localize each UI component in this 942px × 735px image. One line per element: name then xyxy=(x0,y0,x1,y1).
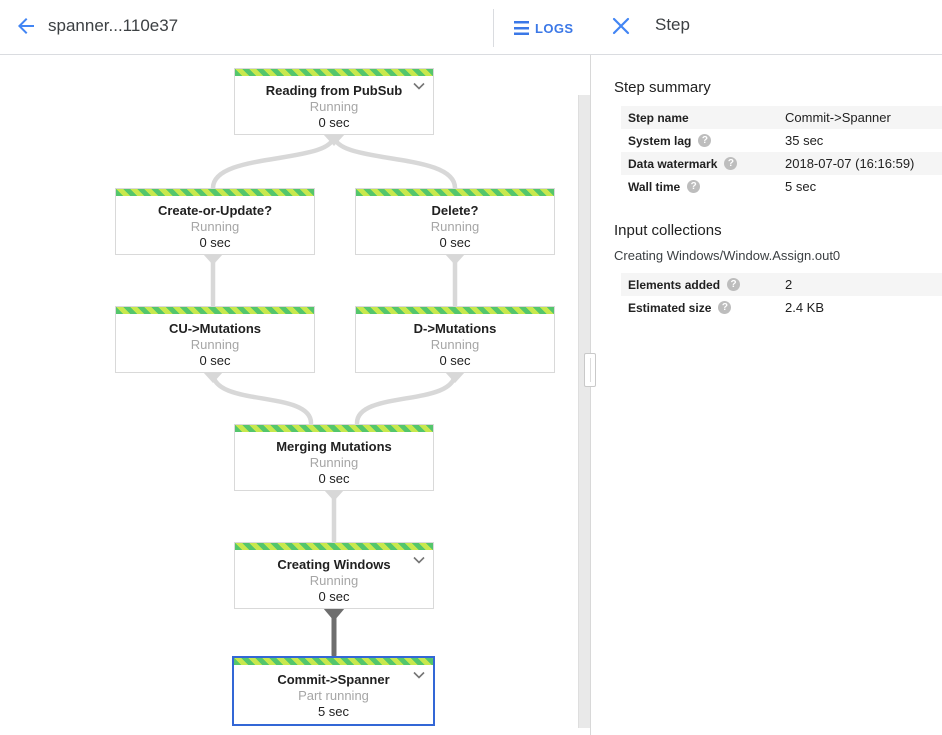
step-summary-table: Step name Commit->Spanner System lag? 35… xyxy=(621,106,942,198)
graph-node-commit-spanner[interactable]: Commit->Spanner Part running 5 sec xyxy=(232,656,435,726)
progress-stripe xyxy=(116,307,314,314)
node-duration: 0 sec xyxy=(199,235,231,250)
row-value: 2 xyxy=(785,277,793,292)
input-collections-heading: Input collections xyxy=(614,222,722,239)
job-title: spanner...110e37 xyxy=(48,16,179,35)
node-duration: 5 sec xyxy=(317,704,350,719)
back-button[interactable] xyxy=(12,13,40,41)
panel-title: Step xyxy=(655,15,690,34)
progress-stripe xyxy=(234,658,433,665)
progress-stripe xyxy=(116,189,314,196)
node-status: Running xyxy=(309,99,359,114)
logs-button[interactable]: LOGS xyxy=(506,13,581,43)
step-details-panel: Step summary Step name Commit->Spanner S… xyxy=(591,55,942,735)
row-value: Commit->Spanner xyxy=(785,110,891,125)
edge-nub-active xyxy=(323,608,345,621)
progress-stripe xyxy=(356,189,554,196)
edge-pubsub-createorupdate xyxy=(210,132,337,191)
node-title: Delete? xyxy=(431,203,479,218)
row-value: 2018-07-07 (16:16:59) xyxy=(785,156,915,171)
graph-node-creating-windows[interactable]: Creating Windows Running 0 sec xyxy=(234,542,434,609)
edge-nub xyxy=(445,254,465,265)
graph-node-create-or-update[interactable]: Create-or-Update? Running 0 sec xyxy=(115,188,315,255)
table-row: Step name Commit->Spanner xyxy=(621,106,942,129)
node-title: D->Mutations xyxy=(413,321,497,336)
row-value: 35 sec xyxy=(785,133,824,148)
node-title: CU->Mutations xyxy=(168,321,262,336)
help-icon[interactable]: ? xyxy=(727,278,741,291)
node-status: Running xyxy=(430,337,480,352)
graph-edges xyxy=(203,132,465,658)
edge-cumutations-merging xyxy=(210,370,314,426)
table-row: Elements added? 2 xyxy=(621,273,942,296)
node-status: Running xyxy=(190,219,240,234)
table-row: Data watermark? 2018-07-07 (16:16:59) xyxy=(621,152,942,175)
table-row: System lag? 35 sec xyxy=(621,129,942,152)
node-duration: 0 sec xyxy=(318,115,350,130)
table-row: Wall time? 5 sec xyxy=(621,175,942,198)
row-value: 2.4 KB xyxy=(785,300,825,315)
progress-stripe xyxy=(235,69,433,76)
graph-node-delete[interactable]: Delete? Running 0 sec xyxy=(355,188,555,255)
logs-label: LOGS xyxy=(535,20,574,36)
progress-stripe xyxy=(356,307,554,314)
progress-stripe xyxy=(235,425,433,432)
row-label: System lag? xyxy=(628,134,785,148)
edge-nub xyxy=(203,372,223,383)
node-status: Part running xyxy=(298,688,369,703)
node-status: Running xyxy=(430,219,480,234)
edge-dmutations-merging xyxy=(354,370,458,426)
row-label: Data watermark? xyxy=(628,157,785,171)
node-title: Create-or-Update? xyxy=(157,203,273,218)
edge-nub xyxy=(323,134,345,146)
collection-name[interactable]: Creating Windows/Window.Assign.out0 xyxy=(614,248,841,263)
top-bar: spanner...110e37 LOGS Step xyxy=(0,0,942,55)
node-duration: 0 sec xyxy=(439,235,471,250)
arrow-back-icon xyxy=(18,17,34,34)
node-status: Running xyxy=(309,455,359,470)
close-icon xyxy=(612,17,630,34)
node-title: Reading from PubSub xyxy=(265,83,403,98)
help-icon[interactable]: ? xyxy=(718,301,732,314)
node-title: Creating Windows xyxy=(277,557,391,572)
topbar-divider xyxy=(493,9,494,47)
row-label: Elements added? xyxy=(628,278,785,292)
graph-node-merging-mutations[interactable]: Merging Mutations Running 0 sec xyxy=(234,424,434,491)
graph-node-reading-from-pubsub[interactable]: Reading from PubSub Running 0 sec xyxy=(234,68,434,135)
graph-node-cu-mutations[interactable]: CU->Mutations Running 0 sec xyxy=(115,306,315,373)
edge-nub xyxy=(324,490,344,501)
edge-nub xyxy=(445,372,465,383)
chevron-down-icon[interactable] xyxy=(412,82,426,91)
chevron-down-icon[interactable] xyxy=(412,671,426,680)
help-icon[interactable]: ? xyxy=(698,134,712,147)
job-graph: Reading from PubSub Running 0 sec Create… xyxy=(0,55,578,735)
progress-stripe xyxy=(235,543,433,550)
node-duration: 0 sec xyxy=(318,471,350,486)
node-status: Running xyxy=(309,573,359,588)
pane-resize-handle[interactable] xyxy=(584,353,596,387)
close-panel-button[interactable] xyxy=(610,16,632,38)
row-label: Wall time? xyxy=(628,180,785,194)
graph-scrollbar-track[interactable] xyxy=(578,95,591,728)
node-duration: 0 sec xyxy=(318,589,350,604)
help-icon[interactable]: ? xyxy=(724,157,738,170)
step-summary-heading: Step summary xyxy=(614,79,711,96)
node-title: Merging Mutations xyxy=(276,439,392,454)
edge-nub xyxy=(203,254,223,265)
input-collections-table: Elements added? 2 Estimated size? 2.4 KB xyxy=(621,273,942,319)
edge-pubsub-delete xyxy=(331,132,458,191)
graph-node-d-mutations[interactable]: D->Mutations Running 0 sec xyxy=(355,306,555,373)
row-value: 5 sec xyxy=(785,179,817,194)
node-duration: 0 sec xyxy=(199,353,231,368)
node-status: Running xyxy=(190,337,240,352)
table-row: Estimated size? 2.4 KB xyxy=(621,296,942,319)
help-icon[interactable]: ? xyxy=(687,180,701,193)
row-label: Estimated size? xyxy=(628,301,785,315)
node-duration: 0 sec xyxy=(439,353,471,368)
row-label: Step name xyxy=(628,110,689,125)
logs-icon xyxy=(514,21,529,35)
chevron-down-icon[interactable] xyxy=(412,556,426,565)
node-title: Commit->Spanner xyxy=(277,672,390,687)
